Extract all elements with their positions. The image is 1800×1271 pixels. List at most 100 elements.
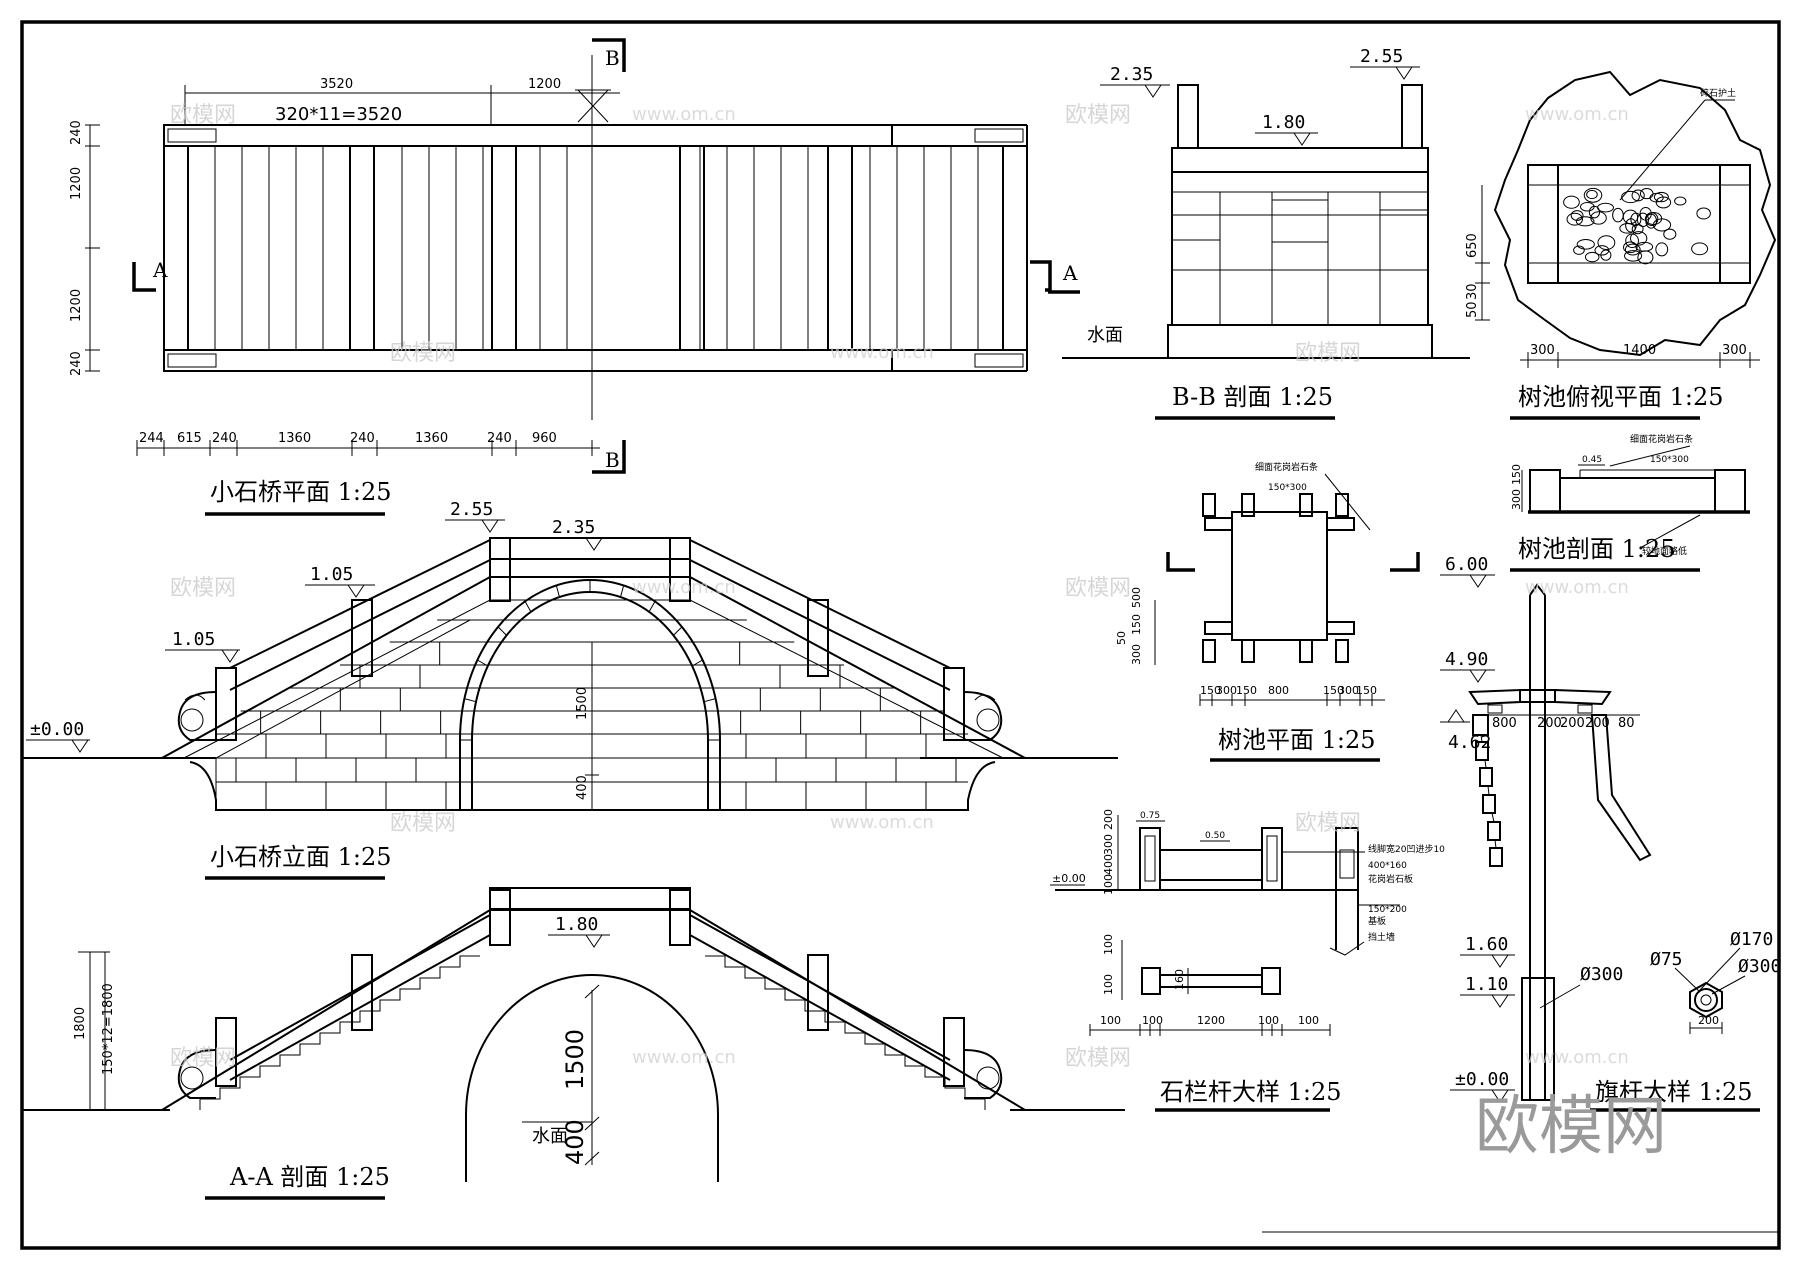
section-mark-b-top: B — [575, 38, 626, 123]
tps-label-top: 细面花岗岩石条 — [1630, 433, 1693, 445]
section-mark-b-bottom: B — [592, 440, 626, 474]
elev-level-0: ±0.00 — [30, 719, 84, 740]
watermarks: 欧模网 www.om.cn 欧模网 www.om.cn 欧模网 www.om.c… — [170, 103, 1629, 1071]
watermark-10: 欧模网 — [1065, 1046, 1131, 1071]
watermark-logo: 欧模网 — [1475, 1090, 1667, 1164]
flag-dim-4: 80 — [1618, 716, 1635, 731]
plan-dimensions: 3520 1200 320*11=3520 240 1200 1200 240 … — [69, 77, 620, 456]
flag-dim-3: 200 — [1585, 716, 1610, 731]
flag-level-1: 4.90 — [1445, 649, 1488, 670]
aa-level: 1.80 — [555, 914, 598, 935]
flag-base: 200 — [1698, 1014, 1719, 1027]
watermark-1: 欧模网 — [170, 103, 236, 128]
tpt-dim-650: 650 — [1465, 233, 1480, 258]
plan-dim-1200-top: 1200 — [528, 77, 561, 92]
aa-dim-1800: 1800 — [73, 1007, 88, 1040]
plan-mark-b-bottom: B — [605, 448, 620, 472]
elevation-levels: ±0.00 1.05 1.05 2.55 2.35 — [26, 499, 610, 753]
watermark-4: 欧模网 — [1295, 341, 1361, 366]
tps-dim-300: 300 — [1510, 489, 1523, 510]
tree-pit-section-title: 树池剖面 1:25 — [1518, 535, 1676, 563]
plan-dim-1200-b: 1200 — [69, 289, 84, 322]
railing-note-1: 400*160 — [1368, 861, 1407, 871]
flag-diam-b: Ø300 — [1738, 956, 1781, 977]
plan-bdim-3: 1360 — [278, 431, 311, 446]
tpp-label: 细面花岗岩石条 — [1255, 461, 1318, 473]
tree-pit-top-label: 碎石护土 — [1700, 87, 1736, 99]
tpp-label-size: 150*300 — [1268, 483, 1307, 493]
watermark-5: 欧模网 — [170, 576, 236, 601]
watermark-url-2: www.om.cn — [1525, 104, 1629, 125]
flag-level-3: 1.60 — [1465, 934, 1508, 955]
bb-level-0: 2.35 — [1110, 64, 1153, 85]
watermark-url-7: www.om.cn — [830, 812, 934, 833]
railing-detail: ±0.00 0.75 0.50 200 300 400 100 线脚宽20凹进步… — [1050, 809, 1445, 1036]
tpp-bdim-3: 800 — [1268, 684, 1289, 697]
plan-title: 小石桥平面 1:25 — [210, 478, 392, 506]
aa-water: 水面 — [532, 1126, 568, 1147]
elev-dim-400: 400 — [575, 775, 590, 800]
section-aa-title: A-A 剖面 1:25 — [229, 1163, 390, 1191]
tpt-bdim-2: 300 — [1722, 343, 1747, 358]
railing-note-0: 线脚宽20凹进步10 — [1368, 843, 1445, 855]
plan-bdim-2: 240 — [212, 431, 237, 446]
tpp-bdim-1: 300 — [1216, 684, 1237, 697]
railing-ddim-1: 100 — [1102, 974, 1115, 995]
railing-ldim-1: 300 — [1102, 834, 1115, 855]
tpp-bdim-6: 150 — [1356, 684, 1377, 697]
flag-diam-a: Ø170 — [1730, 929, 1773, 950]
elevation-scroll-left — [177, 691, 217, 741]
railing-bdim-3: 100 — [1258, 1014, 1279, 1027]
tpt-dim-30: 30 — [1465, 283, 1480, 300]
bb-level-1: 2.55 — [1360, 46, 1403, 67]
bridge-plan — [163, 55, 1028, 420]
tps-label-bottom: 较地面略低 — [1642, 545, 1687, 557]
watermark-url-9: www.om.cn — [632, 1047, 736, 1068]
railing-ddim-0: 100 — [1102, 934, 1115, 955]
railing-bdim-4: 100 — [1298, 1014, 1319, 1027]
watermark-url-1: www.om.cn — [632, 104, 736, 125]
railing-note-4: 基板 — [1368, 915, 1386, 927]
flag-dim-0: 800 — [1492, 716, 1517, 731]
elev-level-3: 2.55 — [450, 499, 493, 520]
railing-level-0: ±0.00 — [1052, 872, 1086, 885]
railing-bdim-1: 100 — [1142, 1014, 1163, 1027]
railing-note-5: 挡土墙 — [1368, 931, 1395, 943]
railing-ldim-0: 200 — [1102, 809, 1115, 830]
plan-dim-3520: 3520 — [320, 77, 353, 92]
flag-dim-1: 200 — [1537, 716, 1562, 731]
flag-dim-2: 200 — [1560, 716, 1585, 731]
tree-pit-top-title: 树池俯视平面 1:25 — [1518, 383, 1724, 411]
railing-level-1: 0.75 — [1140, 811, 1160, 821]
tpp-bdim-0: 150 — [1200, 684, 1221, 697]
bb-water: 水面 — [1087, 325, 1123, 346]
elev-dim-1500: 1500 — [575, 687, 590, 720]
tpp-ldim-3: 300 — [1130, 644, 1143, 665]
watermark-2: 欧模网 — [1065, 103, 1131, 128]
tpp-bdim-2: 150 — [1236, 684, 1257, 697]
plan-dim-240-top: 240 — [69, 120, 84, 145]
elev-level-4: 2.35 — [552, 517, 595, 538]
railing-ldim-3: 100 — [1102, 874, 1115, 895]
tps-dim-150: 150 — [1510, 464, 1523, 485]
aa-dim-formula: 150*12=1800 — [101, 983, 116, 1075]
tree-pit-plan-title: 树池平面 1:25 — [1218, 726, 1376, 754]
aa-dim-1500: 1500 — [561, 1029, 589, 1090]
tpt-bdim-0: 300 — [1530, 343, 1555, 358]
tps-label-size: 150*300 — [1650, 455, 1689, 465]
railing-title: 石栏杆大样 1:25 — [1160, 1078, 1342, 1106]
bridge-section-bb: A 水面 2.35 2.55 1.80 — [1030, 46, 1470, 359]
watermark-9: 欧模网 — [170, 1046, 236, 1071]
tpt-dim-50: 50 — [1465, 301, 1480, 318]
flagpole-title: 旗杆大样 1:25 — [1595, 1078, 1753, 1106]
tpp-bdim-4: 150 — [1323, 684, 1344, 697]
flag-level-2: 4.62 — [1448, 732, 1491, 753]
elev-level-1: 1.05 — [172, 629, 215, 650]
elevation-scroll-right — [963, 691, 1003, 741]
plan-dim-240-bottom: 240 — [69, 351, 84, 376]
tps-level: 0.45 — [1582, 455, 1602, 465]
section-mark-a-plan: A — [132, 258, 168, 292]
tree-pit-top-view: 碎石护土 650 30 50 300 1400 300 — [1465, 70, 1777, 368]
plan-bdim-4: 240 — [350, 431, 375, 446]
